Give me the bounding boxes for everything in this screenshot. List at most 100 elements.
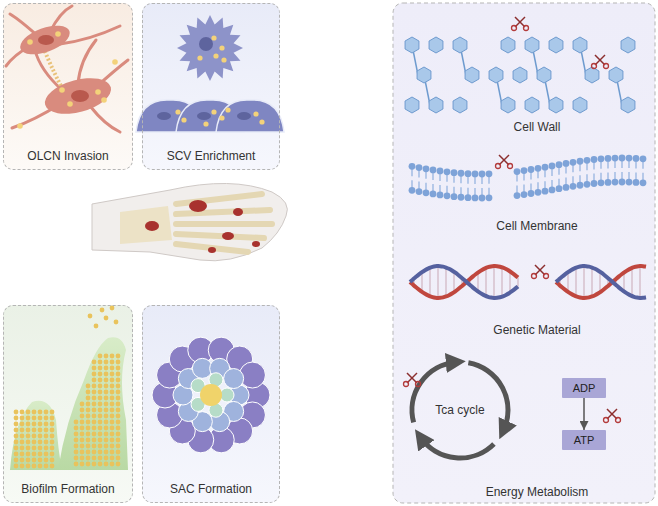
biofilm-illustration (110, 378, 115, 383)
foot-illustration (233, 208, 243, 216)
biofilm-illustration (20, 410, 25, 415)
cell-wall-illustration (609, 67, 623, 83)
macrophage-cells (175, 109, 180, 114)
membrane-illustration (640, 155, 647, 162)
biofilm-illustration (86, 450, 91, 455)
dna-illustration (624, 272, 625, 291)
scissors-icons (532, 274, 537, 279)
biofilm-illustration (80, 414, 85, 419)
biofilm-illustration (104, 432, 109, 437)
biofilm-illustration (92, 426, 97, 431)
biofilm-illustration (50, 446, 55, 451)
biofilm-illustration (92, 396, 97, 401)
membrane-illustration (577, 182, 584, 189)
biofilm-illustration (38, 440, 43, 445)
biofilm-illustration (104, 462, 109, 467)
biofilm-illustration (80, 420, 85, 425)
dna-illustration (632, 268, 633, 296)
biofilm-illustration (32, 416, 37, 421)
membrane-illustration (535, 189, 542, 196)
scissors-icons (535, 265, 545, 275)
dna-illustration (486, 268, 487, 296)
biofilm-illustration (14, 410, 19, 415)
biofilm-illustration (92, 408, 97, 413)
biofilm-illustration (92, 420, 97, 425)
biofilm-illustration (116, 438, 121, 443)
biofilm-illustration (98, 396, 103, 401)
membrane-illustration (409, 155, 647, 202)
dna-illustration (438, 266, 439, 298)
biofilm-illustration (110, 450, 115, 455)
membrane-illustration (521, 191, 528, 198)
membrane-illustration (563, 184, 570, 191)
membrane-illustration (523, 173, 524, 193)
membrane-illustration (425, 171, 426, 191)
biofilm-illustration (104, 444, 109, 449)
dna-illustration (410, 266, 646, 298)
cell-wall-illustration (525, 37, 539, 53)
scissors-icons (515, 17, 525, 27)
biofilm-illustration (26, 428, 31, 433)
biofilm-illustration (38, 410, 43, 415)
membrane-illustration (579, 163, 580, 183)
biofilm-illustration (104, 456, 109, 461)
cell-wall-illustration (501, 97, 515, 113)
membrane-illustration (458, 194, 465, 201)
cell-wall-illustration (405, 97, 419, 113)
biofilm-illustration (110, 390, 115, 395)
abscess-cluster (224, 369, 244, 389)
membrane-illustration (530, 171, 531, 191)
biofilm-illustration (110, 444, 115, 449)
membrane-illustration (537, 170, 538, 190)
biofilm-illustration (104, 360, 109, 365)
biofilm-illustration (110, 306, 115, 311)
biofilm-illustration (20, 446, 25, 451)
dna-illustration (568, 272, 569, 292)
biofilm-illustration (86, 444, 91, 449)
biofilm-illustration (86, 414, 91, 419)
biofilm-illustration (26, 422, 31, 427)
dna-illustration (478, 272, 479, 291)
cell-wall-illustration (489, 67, 503, 83)
biofilm-illustration (92, 414, 97, 419)
macrophage-cells (181, 117, 186, 122)
scissors-icons (499, 155, 509, 165)
biofilm-illustration (92, 360, 97, 365)
biofilm-illustration (50, 422, 55, 427)
osteocyte-cells (71, 90, 89, 102)
membrane-illustration (542, 164, 549, 171)
cell-wall-illustration (429, 97, 443, 113)
biofilm-illustration (104, 372, 109, 377)
osteocyte-cells (101, 97, 107, 103)
biofilm-illustration (104, 450, 109, 455)
osteocyte-cells (90, 106, 120, 132)
foot-illustration (208, 247, 216, 253)
biofilm-illustration (80, 402, 85, 407)
biofilm-illustration (26, 452, 31, 457)
box-label: ATP (562, 434, 606, 446)
biofilm-illustration (44, 464, 49, 469)
panel-grounds (3, 305, 133, 503)
membrane-illustration (437, 168, 444, 175)
biofilm-illustration (110, 366, 115, 371)
cell-wall-illustration (621, 97, 635, 113)
dna-illustration (556, 266, 646, 298)
biofilm-illustration (38, 434, 43, 439)
biofilm-illustration (44, 440, 49, 445)
biofilm-illustration (50, 410, 55, 415)
biofilm-illustration (26, 410, 31, 415)
membrane-illustration (612, 179, 619, 186)
foot-illustration (176, 194, 262, 204)
scissors-icons (499, 155, 509, 165)
membrane-illustration (626, 179, 633, 186)
membrane-illustration (619, 179, 626, 186)
biofilm-illustration (92, 432, 97, 437)
biofilm-illustration (92, 390, 97, 395)
biofilm-illustration (14, 422, 19, 427)
biofilm-illustration (38, 428, 43, 433)
membrane-illustration (439, 173, 440, 193)
biofilm-illustration (92, 372, 97, 377)
biofilm-illustration (32, 446, 37, 451)
